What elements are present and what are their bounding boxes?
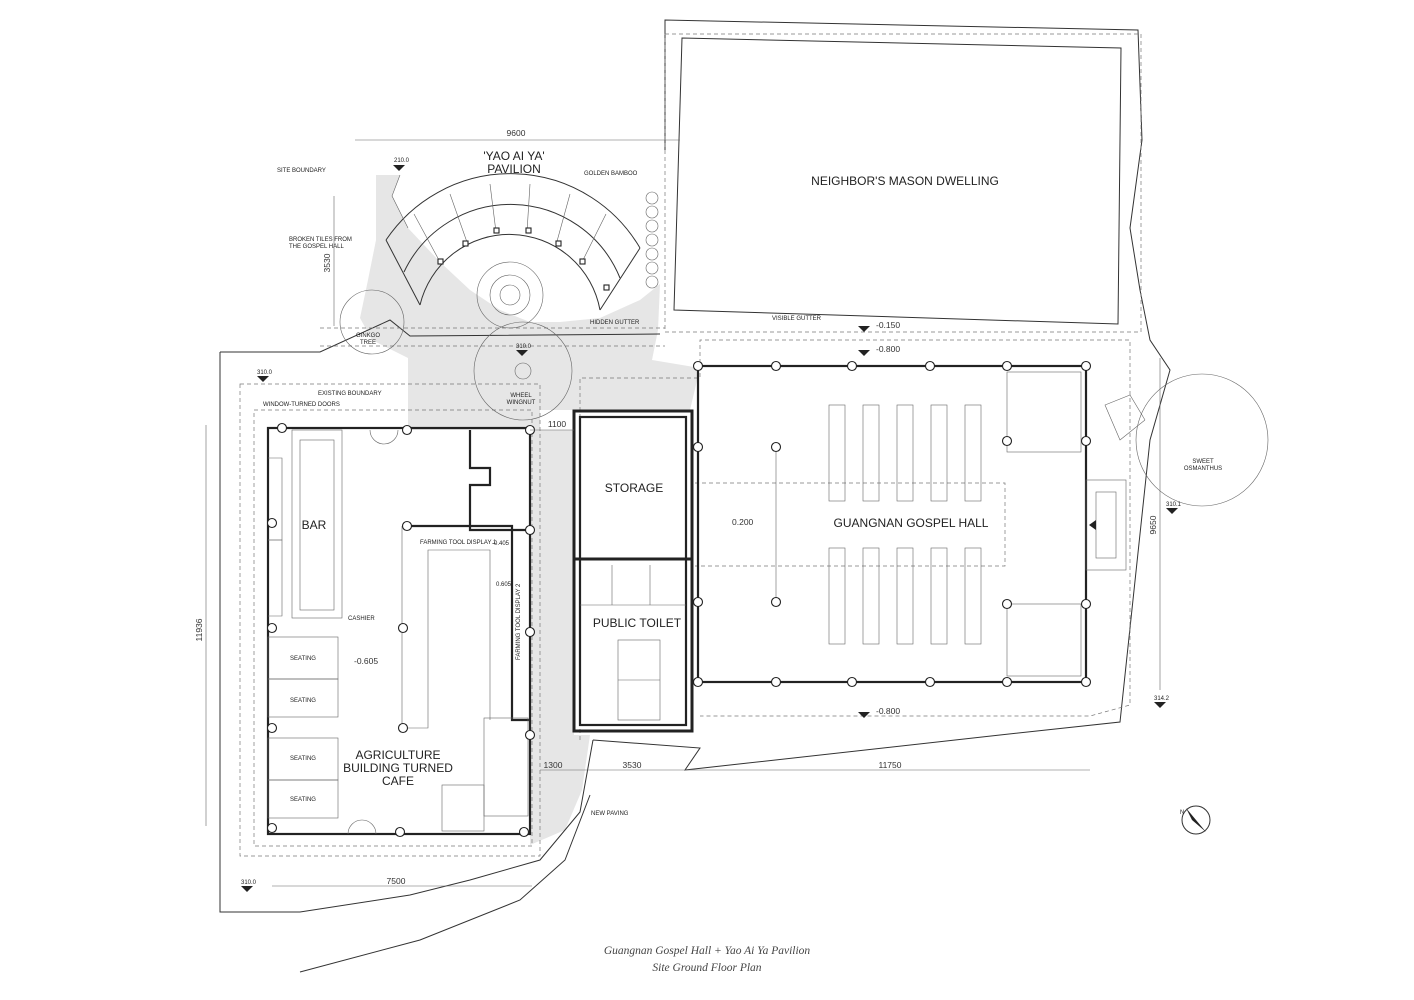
new-paving-label: NEW PAVING [591,811,629,817]
golden-bamboo [645,191,659,289]
level-l5: -0.150 [876,320,900,330]
site-boundary [219,19,1171,973]
public-toilet-label: PUBLIC TOILET [593,616,682,630]
wheel-label-2: WINGNUT [507,400,536,406]
ginkgo-label-2: TREE [360,340,376,346]
level-l9: -0.605 [354,656,378,666]
cafe-columns [266,422,536,838]
level-l12: 310.1 [1166,502,1182,508]
cafe-label-line3: CAFE [382,774,414,788]
caption-line-2: Site Ground Floor Plan [652,962,762,974]
wheel-label-1: WHEEL [510,393,532,399]
storage-label: STORAGE [605,481,663,495]
cafe-label-line1: AGRICULTURE [355,748,440,762]
broken-tiles-label-2: THE GOSPEL HALL [289,244,344,250]
level-l11: 0.605 [496,582,512,588]
ginkgo-label-1: GINKGO [356,333,380,339]
gospel-hall [696,364,1146,684]
sweet-osmanthus-tree [1135,373,1269,507]
pavilion-label-line2: PAVILION [487,162,541,176]
storage-toilet-block: STORAGE PUBLIC TOILET [572,409,694,733]
hidden-gutter-label: HIDDEN GUTTER [590,320,640,326]
level-l6: -0.800 [876,344,900,354]
north-arrow-icon: N [1180,805,1211,835]
window-doors-label: WINDOW-TURNED DOORS [263,402,340,408]
level-l3: 310.0 [257,370,273,376]
hall-columns [692,360,1092,688]
dashed-lines [239,33,1142,857]
dim-11936: 11936 [194,618,204,641]
farming-display-2-label: FARMING TOOL DISPLAY 2 [516,583,522,660]
visible-gutter-label: VISIBLE GUTTER [772,316,822,322]
dim-11750: 11750 [878,760,901,770]
sweet-osmanthus-label-2: OSMANTHUS [1184,466,1222,472]
dim-3530-vertical: 3530 [322,253,332,272]
dim-9600: 9600 [507,128,526,138]
seating-label-2: SEATING [290,698,316,704]
svg-text:N: N [1180,810,1184,816]
seating-label-3: SEATING [290,756,316,762]
farming-display-1-label: FARMING TOOL DISPLAY 1 [420,540,497,546]
level-l10: -0.405 [492,541,510,547]
level-l8: 0.200 [732,517,754,527]
seating-label-1: SEATING [290,656,316,662]
dim-1100: 1100 [548,419,567,429]
bar-label: BAR [302,518,327,532]
broken-tiles-label-1: BROKEN TILES FROM [289,237,352,243]
pews [828,404,982,645]
neighbor-dwelling: NEIGHBOR'S MASON DWELLING [673,37,1122,325]
level-l13: 314.2 [1154,696,1170,702]
dim-7500: 7500 [387,876,406,886]
pavilion-label-line1: 'YAO AI YA' [483,149,544,163]
gospel-hall-label: GUANGNAN GOSPEL HALL [834,516,989,530]
level-l7: -0.800 [876,706,900,716]
site-boundary-label: SITE BOUNDARY [277,168,326,174]
level-l4: 310.0 [241,880,257,886]
dim-1300: 1300 [544,760,563,770]
level-l1: 210.0 [394,158,410,164]
caption-line-1: Guangnan Gospel Hall + Yao Ai Ya Pavilio… [603,945,811,957]
cashier-label: CASHIER [348,616,375,622]
level-markers: 210.0 310.0 310.0 310.0 -0.150 -0.800 -0… [241,158,1182,892]
seating-label-4: SEATING [290,797,316,803]
cafe-label-line2: BUILDING TURNED [343,761,453,775]
paving [360,175,700,845]
dimension-lines: 9600 3530 1100 1300 3530 11750 7500 1193… [194,128,1161,887]
neighbor-label: NEIGHBOR'S MASON DWELLING [811,174,999,188]
dim-9650: 9650 [1148,515,1158,534]
golden-bamboo-label: GOLDEN BAMBOO [584,171,638,177]
existing-boundary-label: EXISTING BOUNDARY [318,391,382,397]
level-l2: 310.0 [516,344,532,350]
sweet-osmanthus-label-1: SWEET [1192,459,1214,465]
pavilion: 'YAO AI YA' PAVILION [339,149,641,421]
dim-3530-horizontal: 3530 [623,760,642,770]
